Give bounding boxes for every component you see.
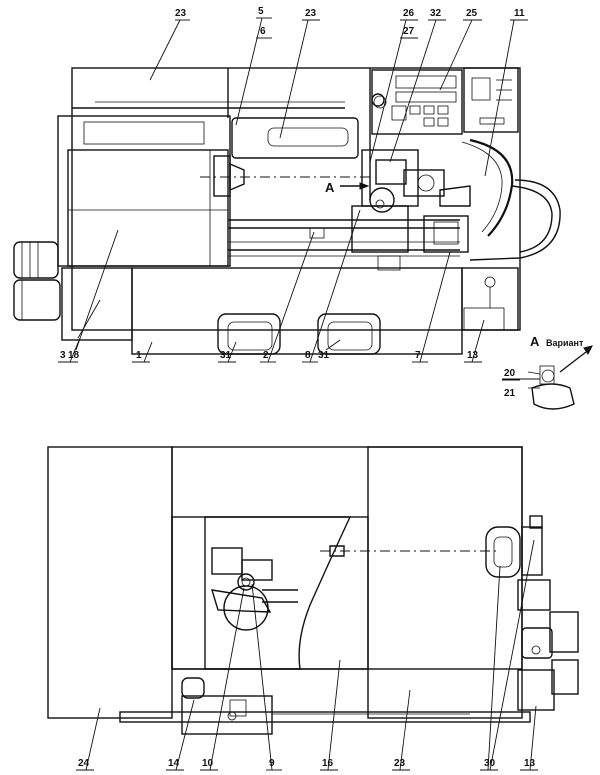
callout-13b: 13 [524, 758, 536, 769]
callouts-plan: 24 14 10 9 16 23 30 13 [76, 539, 538, 771]
callout-23b: 23 [305, 8, 317, 19]
callout-7: 7 [415, 350, 421, 361]
callout-23a: 23 [175, 8, 187, 19]
callout-5: 5 [258, 6, 264, 17]
callout-9: 9 [269, 758, 275, 769]
callout-3: 3 [60, 350, 66, 361]
callout-16: 16 [322, 758, 334, 769]
callout-6: 6 [260, 26, 266, 37]
callout-1: 1 [136, 350, 142, 361]
callout-11: 11 [514, 8, 525, 19]
callout-8: 8 [305, 350, 311, 361]
callout-13a: 13 [467, 350, 479, 361]
callout-14: 14 [168, 758, 180, 769]
plan-view [47, 446, 579, 735]
variant-a-detail: A Вариант 20 21 [502, 334, 593, 410]
callout-25: 25 [466, 8, 478, 19]
callout-10: 10 [202, 758, 214, 769]
callout-27: 27 [403, 26, 415, 37]
variant-title: Вариант [546, 338, 584, 348]
callout-2: 2 [263, 350, 269, 361]
callout-31a: 31 [220, 350, 232, 361]
callout-20: 20 [504, 368, 516, 379]
callout-A-section: A [325, 180, 335, 195]
callout-23c: 23 [394, 758, 406, 769]
callout-21: 21 [504, 388, 516, 399]
callout-26: 26 [403, 8, 415, 19]
front-view [13, 67, 561, 355]
callout-24: 24 [78, 758, 90, 769]
callouts-front: 23 5 6 23 26 27 32 25 11 A 3 18 1 [58, 6, 528, 363]
callout-30: 30 [484, 758, 496, 769]
callout-31b: 31 [318, 350, 330, 361]
callout-32: 32 [430, 8, 442, 19]
callout-18: 18 [68, 350, 80, 361]
variant-letter: A [530, 334, 540, 349]
